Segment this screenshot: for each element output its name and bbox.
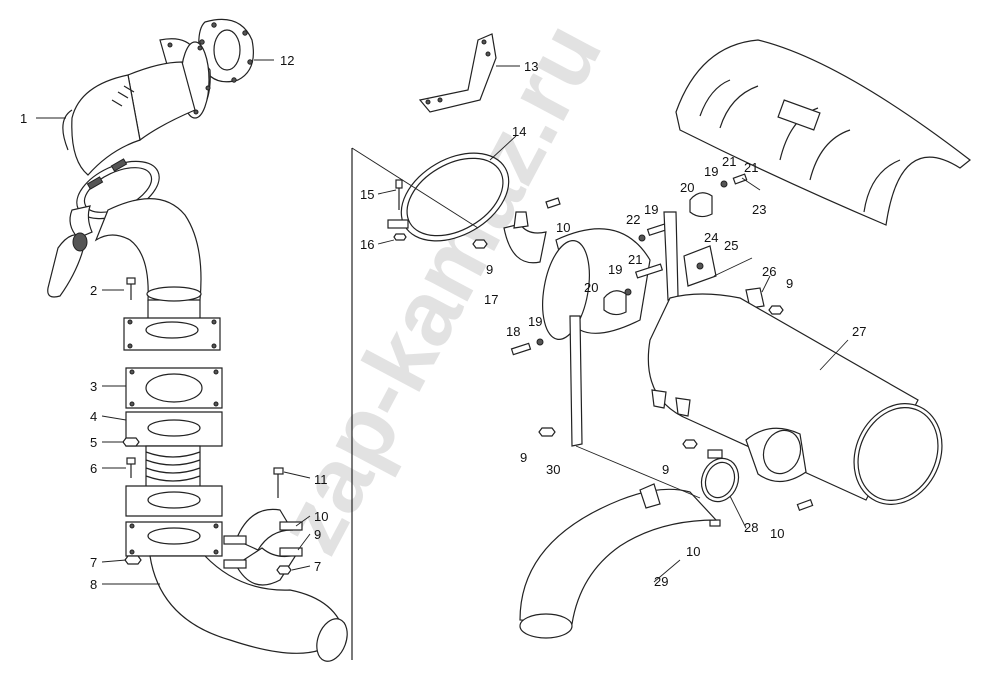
label-5: 5 (90, 435, 97, 450)
part-8-lower-pipe (149, 555, 348, 662)
part-5-nut (122, 437, 140, 447)
part-2-bolt (126, 277, 136, 300)
part-7-nut (124, 555, 142, 565)
label-9: 9 (520, 450, 527, 465)
pipe-clamp-left (223, 467, 303, 586)
label-29: 29 (654, 574, 668, 589)
label-16: 16 (360, 237, 374, 252)
label-21: 21 (744, 160, 758, 175)
label-7: 7 (90, 555, 97, 570)
part-28-clamp (682, 427, 814, 527)
label-11: 11 (314, 472, 328, 487)
label-7: 7 (314, 559, 321, 574)
label-10: 10 (686, 544, 700, 559)
part-1-elbow-pipe (62, 38, 211, 176)
label-23: 23 (752, 202, 766, 217)
part-3-gasket (125, 367, 223, 409)
part-30-nut (538, 427, 556, 437)
label-25: 25 (724, 238, 738, 253)
label-12: 12 (280, 53, 294, 68)
part-14-strap (387, 152, 510, 242)
label-9: 9 (662, 462, 669, 477)
label-30: 30 (546, 462, 560, 477)
label-2: 2 (90, 283, 97, 298)
part-17-clamp (472, 197, 561, 264)
label-19: 19 (704, 164, 718, 179)
label-10: 10 (314, 509, 328, 524)
label-14: 14 (512, 124, 526, 139)
label-3: 3 (90, 379, 97, 394)
label-21: 21 (722, 154, 736, 169)
label-28: 28 (744, 520, 758, 535)
label-19: 19 (644, 202, 658, 217)
part-elbow-down (94, 198, 202, 330)
label-20: 20 (584, 280, 598, 295)
part-27-muffler (647, 293, 943, 505)
label-24: 24 (704, 230, 718, 245)
label-9: 9 (786, 276, 793, 291)
label-10: 10 (770, 526, 784, 541)
label-10: 10 (556, 220, 570, 235)
part-13-bracket (418, 33, 497, 113)
label-19: 19 (608, 262, 622, 277)
label-27: 27 (852, 324, 866, 339)
part-6-bolt (126, 457, 136, 478)
label-9: 9 (486, 262, 493, 277)
callout-labels: 1 2 3 4 5 6 7 8 11 10 9 7 12 13 14 15 16… (20, 53, 866, 592)
label-9: 9 (314, 527, 321, 542)
flange-plate-top (123, 317, 221, 351)
label-19: 19 (528, 314, 542, 329)
label-1: 1 (20, 111, 27, 126)
flange-plate-bottom (125, 485, 223, 557)
part-29-outlet-pipe (519, 483, 718, 639)
label-22: 22 (626, 212, 640, 227)
part-4-plate (125, 411, 223, 447)
bellows (145, 445, 201, 489)
fasteners-upper (510, 173, 748, 356)
label-17: 17 (484, 292, 498, 307)
leader-lines (36, 59, 849, 585)
label-20: 20 (680, 180, 694, 195)
label-18: 18 (506, 324, 520, 339)
label-15: 15 (360, 187, 374, 202)
label-21: 21 (628, 252, 642, 267)
label-8: 8 (90, 577, 97, 592)
vertical-bracket (569, 211, 717, 447)
part-23-heat-shield (675, 39, 971, 226)
part-26-bracket (745, 287, 784, 315)
label-4: 4 (90, 409, 97, 424)
label-6: 6 (90, 461, 97, 476)
label-26: 26 (762, 264, 776, 279)
label-13: 13 (524, 59, 538, 74)
